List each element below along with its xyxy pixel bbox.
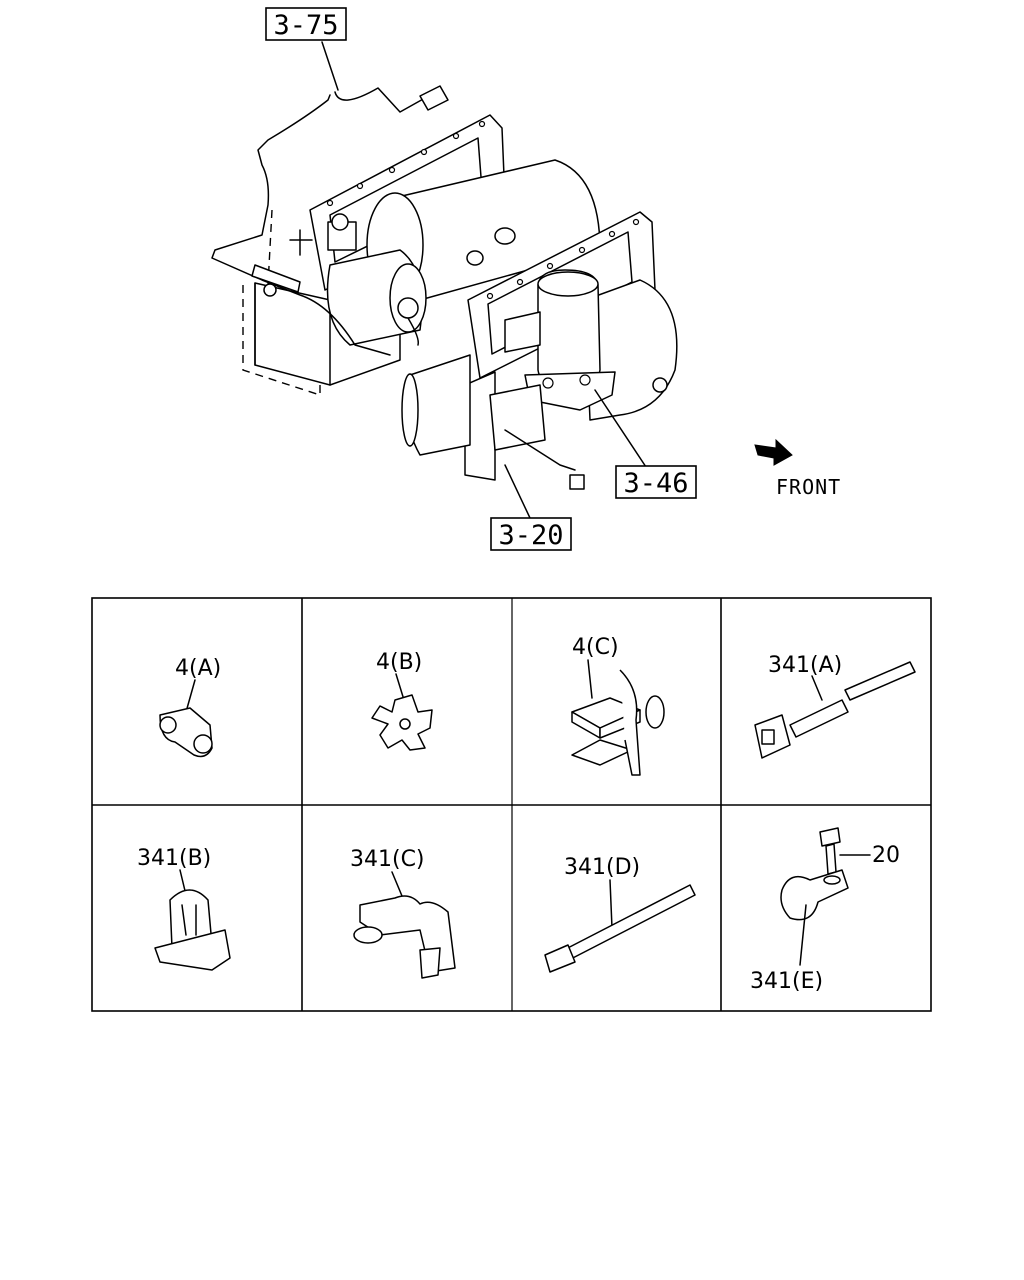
air-dryer [489,269,616,490]
bolt-20: 20 [819,827,900,875]
part-cell-4b[interactable]: 4(B) [371,650,433,751]
leader-3-46 [594,389,649,471]
bolt-label: 20 [872,843,900,868]
callout-label: 3-20 [498,520,563,551]
callout-3-20[interactable]: 3-20 [490,517,572,551]
front-arrow-icon [754,438,793,466]
part-cell-341a[interactable]: 341(A) [754,653,916,759]
callout-3-46[interactable]: 3-46 [615,465,697,499]
callout-3-75[interactable]: 3-75 [265,7,347,41]
air-pipe [211,85,449,356]
part-label: 4(B) [376,650,422,675]
part-cell-341b[interactable]: 341(B) [137,846,231,971]
part-cell-341c[interactable]: 341(C) [350,847,456,979]
part-cell-341d[interactable]: 341(D) [544,855,696,973]
assembly-drawing: 3-75 3-46 3-20 FRONT [211,7,841,551]
leader-3-20 [504,464,531,519]
part-label: 4(A) [175,656,221,681]
part-cell-4a[interactable]: 4(A) [159,656,221,758]
parts-grid: 4(A) 4(B) 4(C) 341(A) [91,597,932,1012]
part-label: 341(B) [137,846,211,871]
callout-label: 3-75 [273,10,338,41]
part-cell-4c[interactable]: 4(C) [571,635,665,776]
part-label: 341(C) [350,847,425,872]
callout-label: 3-46 [623,468,688,499]
part-label: 341(D) [564,855,640,880]
lower-cylinder [401,354,471,456]
front-label: FRONT [776,475,841,499]
leader-3-75 [321,41,339,91]
part-cell-341e[interactable]: 20 341(E) [750,827,900,994]
left-cylinder [289,213,427,346]
part-label: 341(E) [750,969,823,994]
part-label: 4(C) [572,635,619,660]
front-direction-indicator: FRONT [754,438,841,499]
part-label: 341(A) [768,653,842,678]
